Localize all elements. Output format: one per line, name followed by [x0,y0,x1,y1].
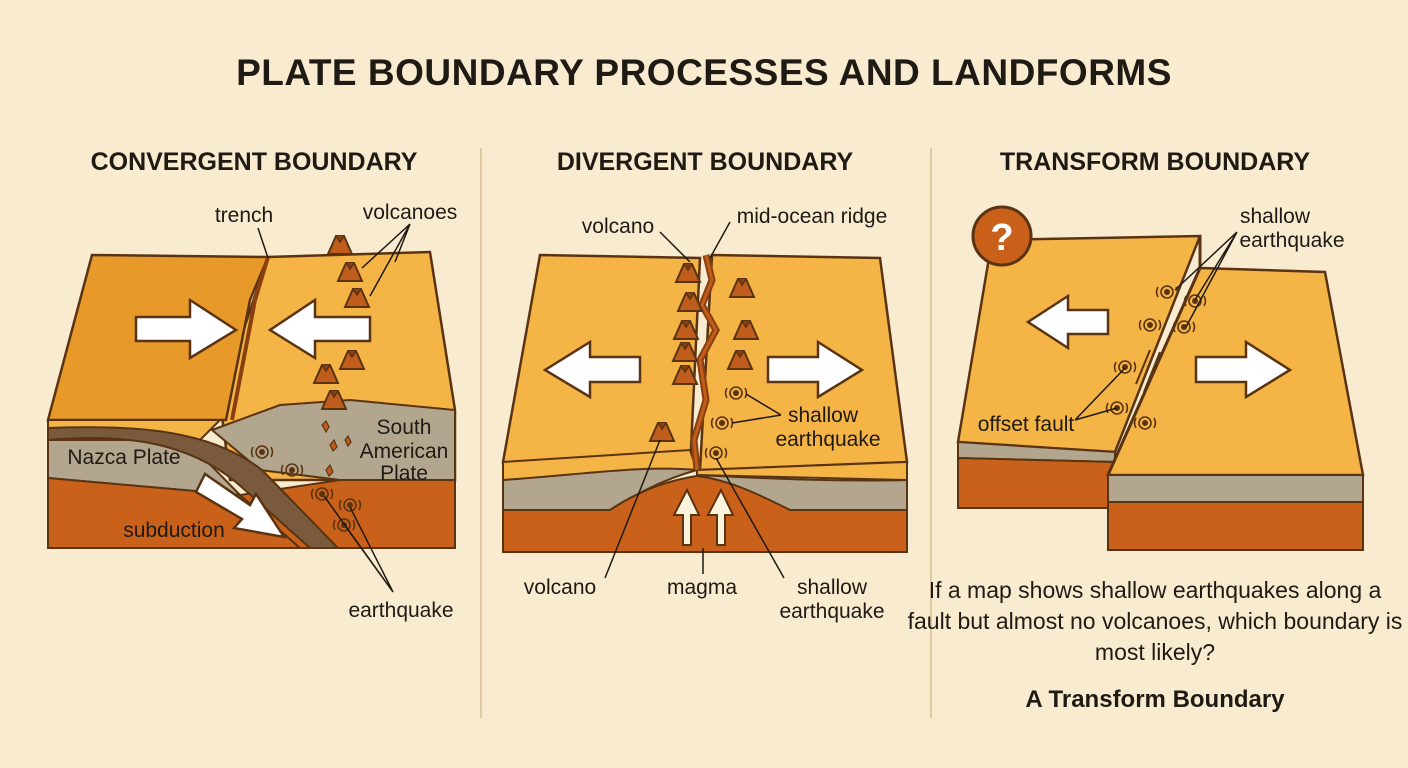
divider-right [930,148,932,718]
label-nazca-plate: Nazca Plate [67,446,180,469]
label-shallow-eq-bottom-1: shallow [797,576,868,599]
label-subduction: subduction [123,519,225,542]
quiz-question: If a map shows shallow earthquakes along… [907,577,1403,665]
label-trench: trench [215,204,273,227]
divergent-diagram: volcano mid-ocean ridge shallow earthqua… [501,205,909,623]
label-offset-fault: offset fault [978,413,1075,436]
question-badge-icon: ? [990,217,1013,259]
label-shallow-eq-mid-1: shallow [788,404,859,427]
label-shallow-eq-mid-2: earthquake [775,428,880,451]
label-earthquake: earthquake [348,599,453,622]
label-south-american-1: South [377,416,432,439]
transform-diagram: ? shallow earthquake offset fault [956,205,1365,551]
label-shallow-eq-1: shallow [1240,205,1311,228]
label-magma: magma [667,576,737,599]
convergent-title: CONVERGENT BOUNDARY [90,148,418,176]
label-south-american-2: American [360,440,449,463]
label-shallow-eq-bottom-2: earthquake [779,600,884,623]
label-shallow-eq-2: earthquake [1239,229,1344,252]
divider-left [480,148,482,718]
convergent-diagram: trench volcanoes Nazca Plate South Ameri… [46,201,458,622]
label-volcanoes: volcanoes [363,201,458,224]
label-volcano-top: volcano [582,215,654,238]
page-title: PLATE BOUNDARY PROCESSES AND LANDFORMS [236,52,1172,93]
divergent-title: DIVERGENT BOUNDARY [556,148,854,176]
transform-title: TRANSFORM BOUNDARY [999,148,1311,176]
quiz-answer: A Transform Boundary [1025,686,1285,713]
label-volcano-bottom: volcano [524,576,596,599]
label-south-american-3: Plate [380,462,428,485]
label-mid-ocean-ridge: mid-ocean ridge [737,205,888,228]
